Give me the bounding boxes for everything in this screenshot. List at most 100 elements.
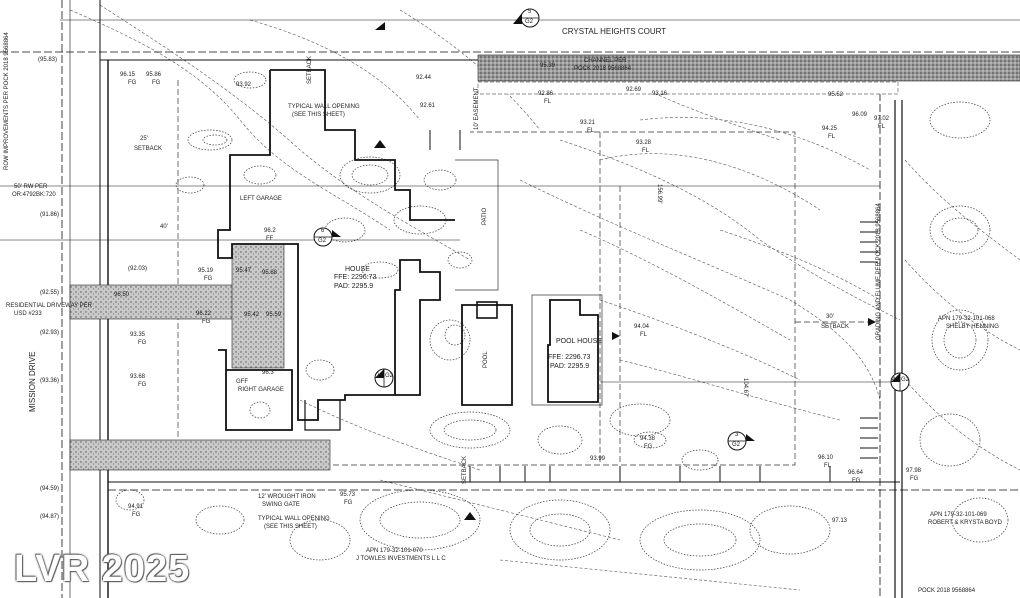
elev-11: 93.68 bbox=[130, 374, 146, 380]
marker-east-sheet: G2 bbox=[901, 377, 910, 383]
marker-south-num: 2 bbox=[376, 373, 380, 379]
code-fg-13: FG bbox=[132, 512, 141, 518]
channel-per-label: CHANNEL PER bbox=[584, 58, 627, 64]
detail-marker-bottom bbox=[727, 431, 755, 451]
marker-top-num: 5 bbox=[528, 9, 532, 15]
elev-14: (94.87) bbox=[40, 514, 60, 520]
topographic-contours bbox=[69, 4, 1020, 591]
typical-wall-bottom-2: (SEE THIS SHEET) bbox=[264, 524, 317, 530]
elev-38: 95.59 bbox=[266, 312, 282, 318]
setback-label-south: SETBACK bbox=[462, 455, 468, 484]
apn-east: APN 179-32-101-068 bbox=[938, 316, 995, 322]
code-fg-11: FG bbox=[138, 382, 147, 388]
elev-17: 92.44 bbox=[416, 75, 432, 81]
code-fl-28: FL bbox=[878, 124, 886, 130]
detail-marker-south bbox=[374, 368, 394, 388]
elev-18: 92.61 bbox=[420, 103, 436, 109]
detail-marker-topleft bbox=[375, 22, 385, 30]
code-fl-21: FL bbox=[587, 128, 595, 134]
pock-bottom-label: POCK 2018 9568864 bbox=[918, 588, 976, 594]
patio-label: PATIO bbox=[482, 207, 488, 225]
elev-43: 94.38 bbox=[640, 436, 656, 442]
setback-30: 30' bbox=[826, 314, 834, 320]
elev-8: (92.93) bbox=[40, 330, 60, 336]
street-name-west: MISSION DRIVE bbox=[28, 351, 37, 412]
code-fl-29: FL bbox=[640, 332, 648, 338]
pool-house-label: POOL HOUSE bbox=[556, 338, 603, 345]
res-driveway-label: RESIDENTIAL DRIVEWAY PER bbox=[6, 303, 93, 309]
easement-label: 10' EASEMENT bbox=[474, 87, 480, 131]
pool-house-ffe: FFE: 2296.73 bbox=[548, 354, 591, 361]
elev-10: (93.36) bbox=[40, 378, 60, 384]
setback-label-north: SETBACK bbox=[307, 55, 313, 84]
pool-outline bbox=[461, 304, 513, 406]
code-fg-15: FG bbox=[344, 500, 353, 506]
setback-25: 25' bbox=[140, 136, 148, 142]
detail-marker-house bbox=[313, 227, 341, 247]
code-fg-2: FG bbox=[128, 80, 137, 86]
tick-marks bbox=[429, 130, 878, 482]
house-pad: PAD: 2295.9 bbox=[334, 283, 374, 290]
typical-wall-top: TYPICAL WALL OPENING bbox=[288, 104, 360, 110]
elev-41: 96.22 bbox=[196, 311, 212, 317]
wrought-iron-label: 12' WROUGHT IRON bbox=[258, 494, 316, 500]
typical-wall-bottom: TYPICAL WALL OPENING bbox=[258, 516, 330, 522]
elev-9: 93.35 bbox=[130, 332, 146, 338]
street-name-north: CRYSTAL HEIGHTS COURT bbox=[562, 27, 667, 36]
code-fg-3: FG bbox=[152, 80, 161, 86]
marker-house-sheet: G2 bbox=[318, 238, 327, 244]
code-fl-24: FL bbox=[642, 148, 650, 154]
channel-doc-label: POCK 2018 9568864 bbox=[574, 66, 632, 72]
house-label: HOUSE bbox=[345, 266, 370, 273]
elev-3: 95.86 bbox=[146, 72, 162, 78]
elev-32: 97.98 bbox=[906, 468, 922, 474]
elev-12: (94.59) bbox=[40, 486, 60, 492]
code-fl-25: FL bbox=[828, 134, 836, 140]
flow-arrows bbox=[374, 140, 876, 520]
elev-16: 93.92 bbox=[236, 82, 252, 88]
code-fg-31: FG bbox=[852, 478, 861, 484]
setback-40: 40' bbox=[160, 224, 168, 230]
code-ff-34: FF bbox=[266, 236, 274, 242]
usd-label: USD #233 bbox=[14, 311, 42, 317]
drainage-channel bbox=[477, 54, 1020, 82]
detail-marker-top bbox=[513, 8, 540, 28]
elev-23: 93.16 bbox=[652, 91, 668, 97]
marker-house-num: 6 bbox=[321, 228, 325, 234]
right-garage-label: RIGHT GARAGE bbox=[238, 387, 284, 393]
marker-bottom-num: 3 bbox=[735, 432, 739, 438]
row-improvements-label: ROW IMPROVEMENTS PER POCK 2018 9568864 bbox=[4, 32, 10, 170]
elev-30: 96.10 bbox=[818, 455, 834, 461]
elev-31: 96.64 bbox=[848, 470, 864, 476]
elev-19: 95.39 bbox=[540, 63, 556, 69]
elev-7: (92.55) bbox=[40, 290, 60, 296]
elev-27: 96.09 bbox=[852, 112, 868, 118]
elev-25: 94.25 bbox=[822, 126, 838, 132]
elev-24: 93.28 bbox=[636, 140, 652, 146]
elev-5: (92.03) bbox=[128, 266, 148, 272]
elev-42: 93.99 bbox=[590, 456, 606, 462]
code-fl-30: FL bbox=[824, 463, 832, 469]
elev-40: 96.50 bbox=[114, 292, 130, 298]
elev-28: 97.02 bbox=[874, 116, 890, 122]
elev-22: 92.69 bbox=[626, 87, 642, 93]
north-swale bbox=[477, 81, 899, 95]
owner-south: J TOWLES INVESTMENTS L L C bbox=[356, 556, 446, 562]
setback-lines bbox=[177, 80, 880, 466]
code-fg-9: FG bbox=[138, 340, 147, 346]
apn-south: APN 179-32-101-070 bbox=[366, 548, 423, 554]
elev-34: 96.2 bbox=[264, 228, 276, 234]
house-ffe: FFE: 2296.73 bbox=[334, 274, 377, 281]
north-driveway bbox=[69, 284, 239, 320]
elev-33: 97.13 bbox=[832, 518, 848, 524]
apn-south-east: APN 179-32-101-069 bbox=[930, 512, 987, 518]
left-garage-pad bbox=[231, 243, 285, 369]
code-fg-32: FG bbox=[910, 476, 919, 482]
code-fg-41: FG bbox=[202, 319, 211, 325]
left-garage-label: LEFT GARAGE bbox=[240, 196, 282, 202]
elev-1: (95.83) bbox=[38, 57, 58, 63]
pool-label: POOL bbox=[483, 351, 489, 368]
patio-outline bbox=[455, 159, 603, 406]
